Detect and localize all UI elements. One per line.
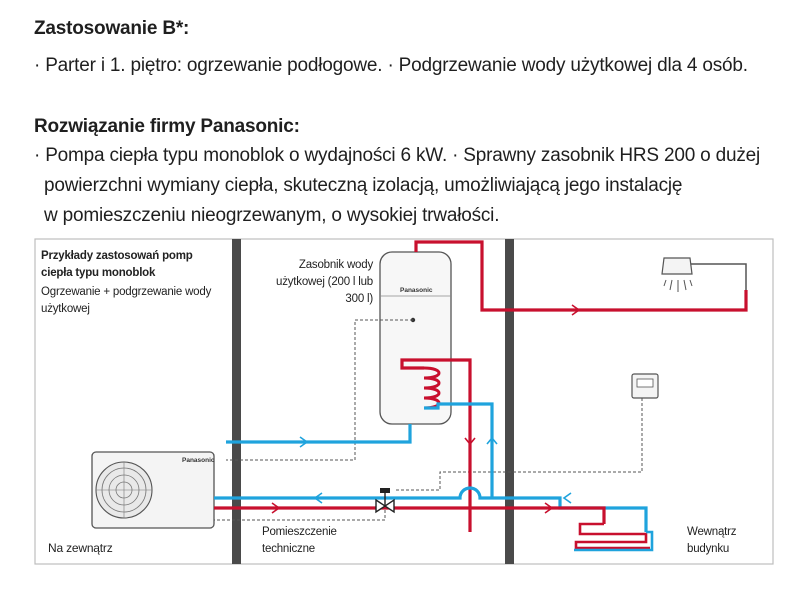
heating-coil: [423, 366, 441, 410]
hot-water-tank: Panasonic: [379, 251, 452, 425]
diagram-subtitle-line-1: Ogrzewanie + podgrzewanie wody: [41, 286, 212, 298]
coil-return-pipe: [424, 402, 494, 498]
thermostat-cable: [396, 398, 643, 491]
tank-label-line-3: 300 l): [345, 293, 373, 305]
tank-brand-text: Panasonic: [400, 287, 433, 294]
domestic-hot-water-pipe: [414, 240, 748, 312]
tank-label-line-1: Zasobnik wody: [298, 259, 373, 271]
solution-line-1: · Pompa ciepła typu monoblok o wydajnośc…: [34, 145, 761, 166]
diagram-title-line-2: ciepła typu monoblok: [41, 267, 156, 279]
solution-line-3: w pomieszczeniu nieogrzewanym, o wysokie…: [44, 205, 500, 226]
wall-outside-technical: [232, 239, 241, 564]
tank-sensor-cable: [226, 319, 413, 461]
tank-label-line-2: użytkowej (200 l lub: [276, 276, 373, 288]
zone-label-technical-line-2: techniczne: [262, 543, 315, 555]
zone-label-outside: Na zewnątrz: [48, 541, 113, 555]
zone-label-technical-line-1: Pomieszczenie: [262, 526, 337, 538]
solution-line-2: powierzchni wymiany ciepła, skuteczną iz…: [44, 175, 683, 196]
cold-water-supply-pipe: [226, 424, 412, 444]
heat-pump-unit: Panasonic: [91, 451, 215, 529]
unit-brand-text: Panasonic: [182, 457, 215, 464]
diagram-title-line-1: Przykłady zastosowań pomp: [41, 250, 193, 262]
shower-icon: [661, 257, 747, 292]
section-heading-solution: Rozwiązanie firmy Panasonic:: [34, 116, 300, 137]
application-description: · Parter i 1. piętro: ogrzewanie podłogo…: [34, 55, 748, 76]
three-way-valve-icon: [375, 488, 395, 514]
room-thermostat-icon: [631, 373, 659, 399]
heating-return-pipe: [214, 486, 648, 532]
zone-label-inside-line-2: budynku: [687, 543, 730, 555]
underfloor-heating-loop: [574, 522, 650, 550]
section-heading-application: Zastosowanie B*:: [34, 18, 190, 39]
zone-label-inside-line-1: Wewnątrz: [687, 526, 737, 538]
wall-technical-inside: [505, 239, 514, 564]
coil-supply-pipe: [400, 358, 472, 532]
diagram-subtitle-line-2: użytkowej: [41, 303, 90, 315]
